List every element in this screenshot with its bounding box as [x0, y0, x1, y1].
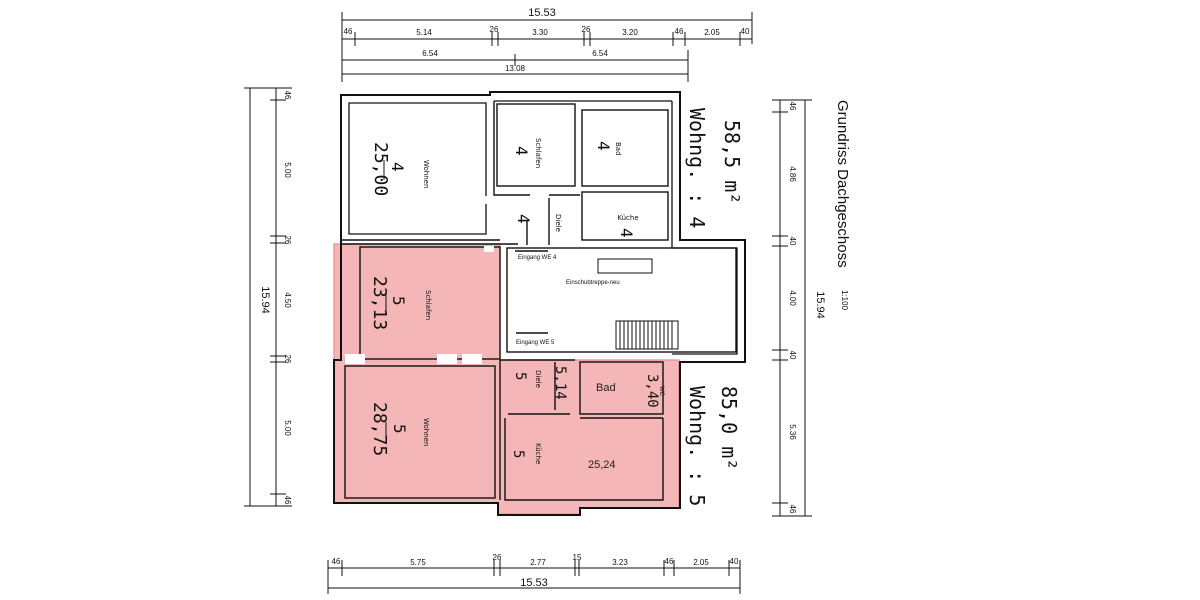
right-dim-0: 46 — [788, 102, 797, 111]
entry5-label: Eingang WE 5 — [516, 340, 555, 346]
room-bad-top-name: Bad — [614, 142, 622, 156]
right-dim-6: 46 — [788, 505, 797, 514]
room-kueche-top-name: Küche — [617, 214, 638, 222]
stair-label: Einschubtreppe-neu — [566, 280, 620, 286]
room-bad-top-num: 4 — [594, 141, 613, 151]
room-schlafen-top-num: 4 — [512, 146, 531, 156]
top-dim-654b: 6.54 — [592, 49, 608, 58]
room-bad-bottom-name: Bad — [596, 382, 616, 394]
top-dim-3: 3.30 — [532, 28, 548, 37]
right-total-dim: 15.94 — [814, 291, 826, 319]
top-dim-4: 26 — [582, 25, 591, 34]
left-dim-5: 5.00 — [283, 420, 292, 436]
room-kueche-bottom-num: 5 — [510, 450, 526, 458]
bottom-dim-7: 2.05 — [693, 558, 709, 567]
top-dim-0: 46 — [344, 27, 353, 36]
bottom-dim-2: 26 — [493, 553, 502, 562]
room-diele-top-num: 4 — [514, 214, 533, 224]
top-dim-1308: 13.08 — [505, 64, 526, 73]
right-dim-2: 40 — [788, 237, 797, 246]
bottom-dim-1: 5.75 — [410, 558, 426, 567]
top-dim-8: 40 — [741, 27, 750, 36]
room-kueche-bottom-area: 25,24 — [588, 459, 616, 471]
top-dim-6: 46 — [675, 27, 684, 36]
walls — [333, 91, 746, 516]
top-total-dim: 15.53 — [528, 7, 556, 19]
room-schlafen-top-name: Schlafen — [534, 138, 542, 168]
room-schlafen-bottom-name: Schlafen — [424, 290, 432, 320]
entry4-label: Eingang WE 4 — [518, 255, 557, 261]
room-wc-name: WC — [658, 386, 664, 397]
unit4-label: Wohng. : 4 — [685, 108, 709, 228]
left-dim-0: 46 — [283, 91, 292, 100]
bottom-dimensions — [327, 560, 741, 594]
stair-treads — [615, 320, 679, 350]
bottom-dim-5: 3.23 — [612, 558, 628, 567]
plan-title: Grundriss Dachgeschoss — [834, 100, 851, 268]
left-dimensions — [244, 87, 292, 507]
room-wc-area: 3,40 — [644, 374, 660, 408]
bottom-dim-8: 40 — [730, 557, 739, 566]
top-dim-7: 2.05 — [704, 28, 720, 37]
room-schlafen-bottom-num: 5 — [389, 296, 408, 306]
room-diele-bottom-num: 5 — [512, 372, 528, 380]
left-dim-2: 26 — [283, 236, 292, 245]
right-dim-3: 4.00 — [788, 290, 797, 306]
unit5-label: Wohng. : 5 — [685, 386, 709, 506]
room-wohnen-bottom-num: 5 — [390, 424, 409, 434]
left-total-dim: 15.94 — [259, 286, 271, 314]
room-diele-bottom-area: 5,14 — [552, 366, 568, 400]
room-kueche-bottom-name: Küche — [534, 443, 542, 464]
room-schlafen-bottom-area: 23,13 — [369, 276, 390, 330]
plan-scale: 1:100 — [840, 290, 849, 311]
bottom-dim-0: 46 — [332, 557, 341, 566]
room-kueche-top-num: 4 — [617, 228, 636, 238]
unit4-area: 58,5 m² — [720, 120, 744, 204]
room-diele-top-name: Diele — [554, 214, 562, 232]
door-openings — [345, 191, 548, 364]
room-wohnen-top-num: 4 — [388, 162, 407, 172]
interior-walls — [341, 101, 737, 501]
room-wohnen-top-area: 25,00 — [370, 142, 391, 196]
top-dim-654a: 6.54 — [422, 49, 438, 58]
unit5-area: 85,0 m² — [717, 386, 741, 470]
top-dim-2: 26 — [490, 25, 499, 34]
top-dimensions — [341, 12, 753, 82]
left-dim-1: 5.00 — [283, 162, 292, 178]
bottom-dim-4: 15 — [573, 553, 582, 562]
bottom-dim-6: 46 — [665, 557, 674, 566]
room-wohnen-bottom-name: Wohnen — [422, 418, 430, 446]
top-dim-5: 3.20 — [622, 28, 638, 37]
top-dim-1: 5.14 — [416, 28, 432, 37]
bottom-total-dim: 15.53 — [520, 577, 548, 589]
right-dimensions — [772, 99, 812, 517]
left-dim-6: 46 — [283, 496, 292, 505]
attic-hatch — [597, 258, 653, 274]
bottom-dim-3: 2.77 — [530, 558, 546, 567]
room-wohnen-bottom-area: 28,75 — [369, 402, 390, 456]
room-wohnen-top-name: Wohnen — [422, 160, 430, 188]
left-dim-3: 4.50 — [283, 292, 292, 308]
right-dim-5: 5.36 — [788, 424, 797, 440]
right-dim-4: 40 — [788, 351, 797, 360]
right-dim-1: 4.86 — [788, 166, 797, 182]
room-diele-bottom-name: Diele — [534, 370, 542, 388]
left-dim-4: 26 — [283, 355, 292, 364]
